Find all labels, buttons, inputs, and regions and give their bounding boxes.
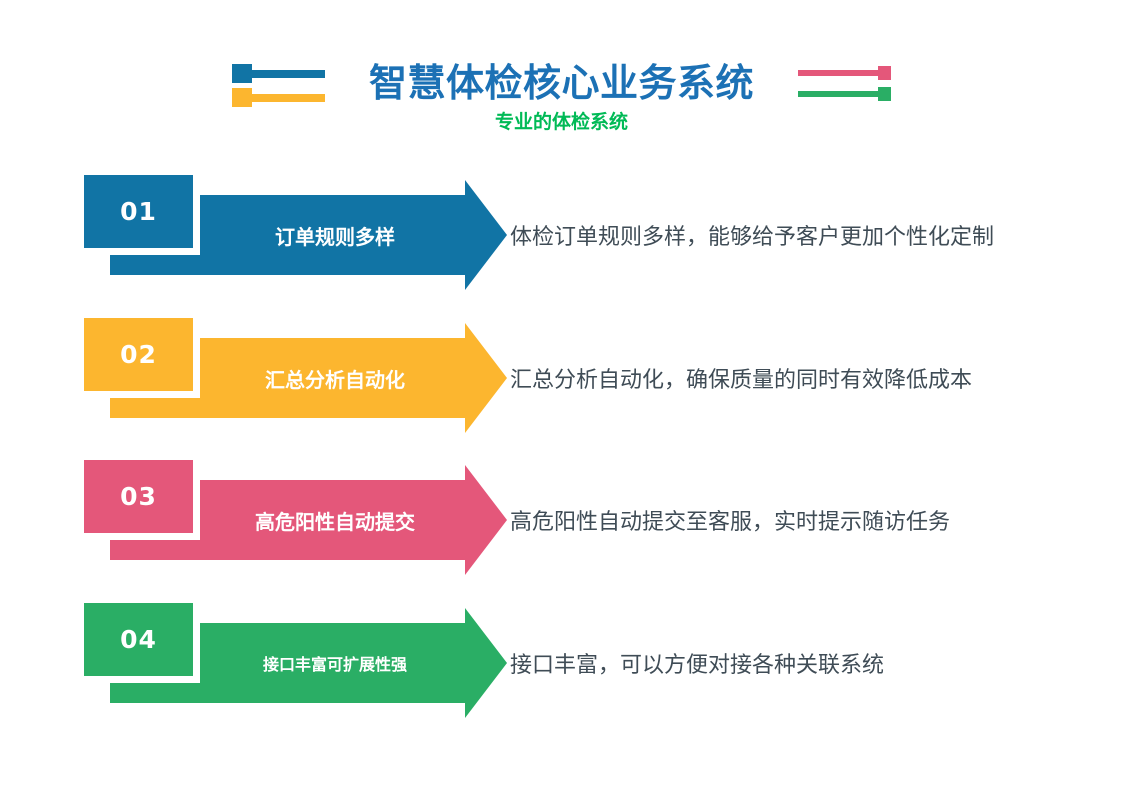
step-number-badge: 02	[77, 311, 200, 398]
deco-line-green	[798, 87, 891, 101]
arrow-label: 订单规则多样	[275, 224, 395, 249]
step-number: 04	[120, 625, 157, 654]
arrow-label: 接口丰富可扩展性强	[262, 655, 407, 674]
deco-square	[878, 87, 891, 101]
step-number-badge: 03	[77, 453, 200, 540]
feature-row: 高危阳性自动提交 03 高危阳性自动提交至客服，实时提示随访任务	[0, 453, 1123, 585]
arrow-head	[465, 465, 507, 575]
step-number: 02	[120, 340, 157, 369]
deco-bar	[798, 70, 878, 76]
deco-square	[232, 64, 252, 83]
step-number-badge: 04	[77, 596, 200, 683]
feature-description: 汇总分析自动化，确保质量的同时有效降低成本	[510, 368, 973, 393]
deco-line-blue	[232, 64, 325, 83]
step-number: 03	[120, 482, 157, 511]
step-number: 01	[120, 197, 157, 226]
arrow-label: 汇总分析自动化	[265, 367, 405, 392]
feature-description: 高危阳性自动提交至客服，实时提示随访任务	[510, 510, 951, 535]
deco-square	[878, 66, 891, 80]
deco-square	[232, 88, 252, 107]
deco-bar	[798, 91, 878, 97]
feature-description: 体检订单规则多样，能够给予客户更加个性化定制	[510, 225, 995, 250]
deco-bar	[252, 94, 325, 102]
feature-row: 汇总分析自动化 02 汇总分析自动化，确保质量的同时有效降低成本	[0, 311, 1123, 443]
deco-line-yellow	[232, 88, 325, 107]
feature-description: 接口丰富，可以方便对接各种关联系统	[510, 653, 885, 678]
arrow-label: 高危阳性自动提交	[255, 509, 415, 534]
feature-row: 接口丰富可扩展性强 04 接口丰富，可以方便对接各种关联系统	[0, 596, 1123, 728]
feature-row: 订单规则多样 01 体检订单规则多样，能够给予客户更加个性化定制	[0, 168, 1123, 300]
step-number-badge: 01	[77, 168, 200, 255]
arrow-head	[465, 608, 507, 718]
arrow-head	[465, 180, 507, 290]
arrow-head	[465, 323, 507, 433]
deco-line-pink	[798, 66, 891, 80]
page-title: 智慧体检核心业务系统	[368, 61, 754, 105]
deco-bar	[252, 70, 325, 78]
page-subtitle: 专业的体检系统	[494, 111, 628, 133]
